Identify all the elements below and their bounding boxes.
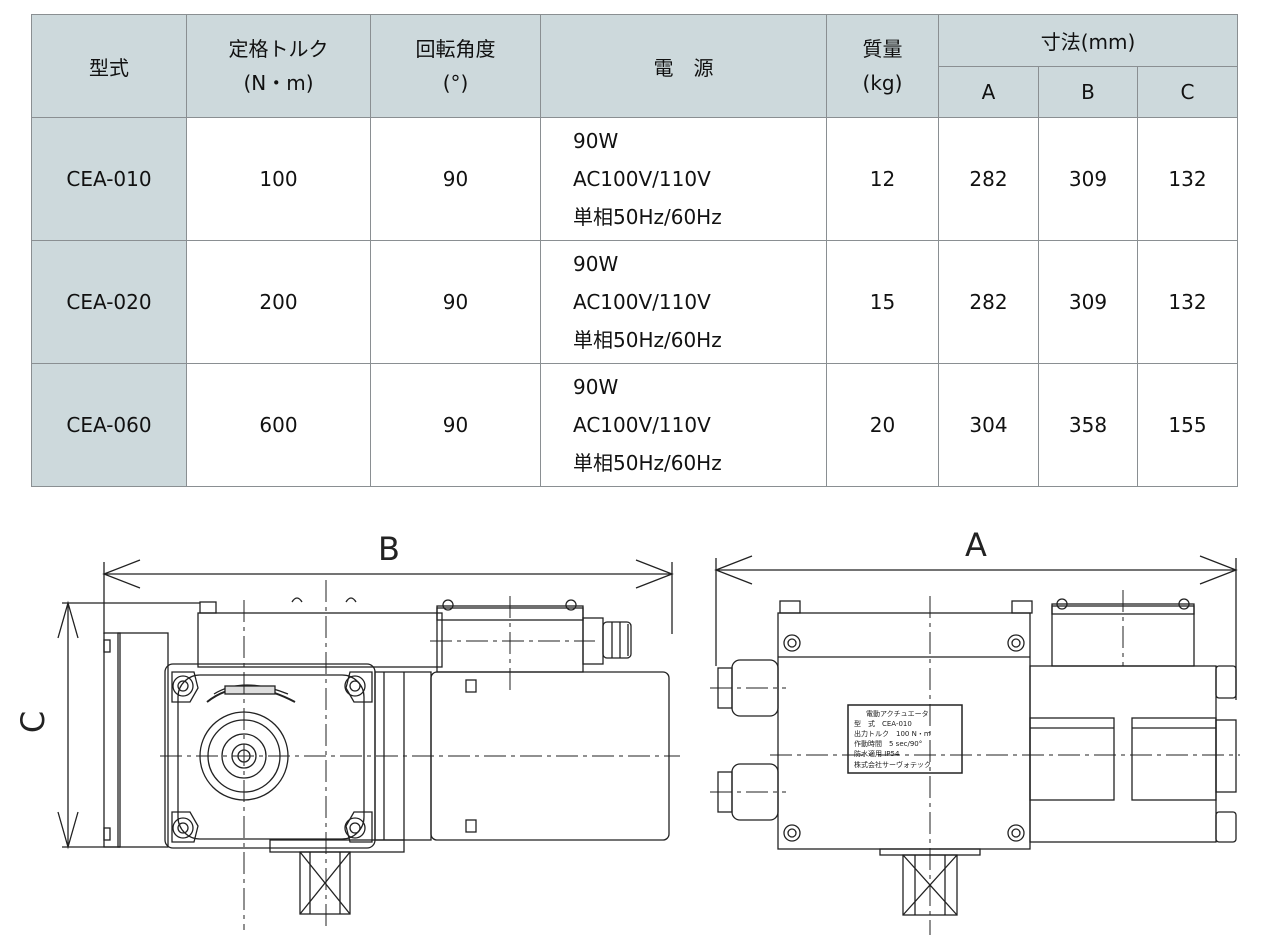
nameplate-line: 電動アクチュエータ	[866, 709, 929, 718]
power-line: 90W	[573, 252, 619, 276]
cell-power: 90W AC100V/110V 単相50Hz/60Hz	[540, 240, 827, 364]
cell-dim-c: 132	[1137, 240, 1238, 364]
nameplate-line: 株式会社サーヴォテック	[854, 760, 931, 769]
cell-model: CEA-020	[31, 240, 187, 364]
front-view: B C	[14, 530, 680, 930]
cell-angle: 90	[370, 363, 541, 487]
table-row: CEA-010 100 90 90W AC100V/110V 単相50Hz/60…	[31, 117, 1238, 241]
spec-table: 型式 定格トルク (N・m) 回転角度 (°) 電 源 質量 (kg) 寸法(m…	[31, 14, 1238, 487]
cell-model: CEA-010	[31, 117, 187, 241]
cell-mass: 15	[826, 240, 939, 364]
cell-dim-c: 132	[1137, 117, 1238, 241]
cell-model: CEA-060	[31, 363, 187, 487]
cell-angle: 90	[370, 240, 541, 364]
header-angle-label: 回転角度	[415, 37, 496, 61]
power-line: 単相50Hz/60Hz	[573, 451, 722, 475]
header-torque: 定格トルク (N・m)	[186, 14, 371, 118]
cell-torque: 200	[186, 240, 371, 364]
cell-torque: 100	[186, 117, 371, 241]
power-line: 単相50Hz/60Hz	[573, 328, 722, 352]
nameplate: 電動アクチュエータ 型 式 CEA-010 出力トルク 100 N・m 作動時間…	[847, 704, 963, 774]
power-line: AC100V/110V	[573, 413, 711, 437]
cell-power: 90W AC100V/110V 単相50Hz/60Hz	[540, 363, 827, 487]
header-dim-b-label: B	[1081, 80, 1095, 104]
cell-torque: 600	[186, 363, 371, 487]
side-view: A 電動アクチュエータ 型 式 CEA-010 出力トルク 100 N・m 作動…	[710, 526, 1240, 935]
cell-dim-b: 309	[1038, 240, 1138, 364]
cell-mass: 20	[826, 363, 939, 487]
header-angle-unit: (°)	[442, 71, 469, 95]
actuator-dimension-drawing: B C	[14, 526, 1240, 935]
header-power: 電 源	[540, 14, 827, 118]
cell-dim-a: 282	[938, 117, 1039, 241]
cell-dim-b: 358	[1038, 363, 1138, 487]
header-torque-unit: (N・m)	[243, 71, 314, 95]
table-row: CEA-020 200 90 90W AC100V/110V 単相50Hz/60…	[31, 240, 1238, 364]
header-torque-label: 定格トルク	[228, 37, 329, 61]
power-line: AC100V/110V	[573, 167, 711, 191]
cell-mass: 12	[826, 117, 939, 241]
header-mass-label: 質量	[862, 37, 903, 61]
cell-angle: 90	[370, 117, 541, 241]
cell-dim-c: 155	[1137, 363, 1238, 487]
header-model: 型式	[31, 14, 187, 118]
header-model-label: 型式	[89, 55, 129, 80]
header-dim-c: C	[1137, 66, 1238, 118]
header-dimensions: 寸法(mm)	[938, 14, 1238, 67]
power-line: AC100V/110V	[573, 290, 711, 314]
header-mass: 質量 (kg)	[826, 14, 939, 118]
cell-dim-a: 304	[938, 363, 1039, 487]
power-line: 90W	[573, 129, 619, 153]
nameplate-line: 出力トルク 100 N・m	[854, 729, 931, 738]
header-dim-a: A	[938, 66, 1039, 118]
power-line: 単相50Hz/60Hz	[573, 205, 722, 229]
power-line: 90W	[573, 375, 619, 399]
header-dim-b: B	[1038, 66, 1138, 118]
header-angle: 回転角度 (°)	[370, 14, 541, 118]
table-row: CEA-060 600 90 90W AC100V/110V 単相50Hz/60…	[31, 363, 1238, 487]
nameplate-line: 防水適用 IP54	[854, 749, 900, 758]
dim-c-line	[57, 600, 200, 850]
header-mass-unit: (kg)	[862, 71, 903, 95]
nameplate-line: 型 式 CEA-010	[854, 719, 912, 728]
cell-power: 90W AC100V/110V 単相50Hz/60Hz	[540, 117, 827, 241]
nameplate-line: 作動時間 5 sec/90°	[854, 739, 922, 748]
cell-dim-b: 309	[1038, 117, 1138, 241]
dim-b-line	[102, 559, 674, 634]
header-dim-a-label: A	[981, 80, 996, 104]
header-power-label: 電 源	[653, 55, 714, 80]
dim-b-label: B	[378, 530, 400, 568]
cell-dim-a: 282	[938, 240, 1039, 364]
dim-a-label: A	[965, 526, 987, 564]
header-dimensions-label: 寸法(mm)	[1040, 30, 1136, 54]
dim-a-line	[714, 555, 1238, 700]
header-dim-c-label: C	[1180, 80, 1195, 104]
dim-c-label: C	[14, 711, 52, 733]
